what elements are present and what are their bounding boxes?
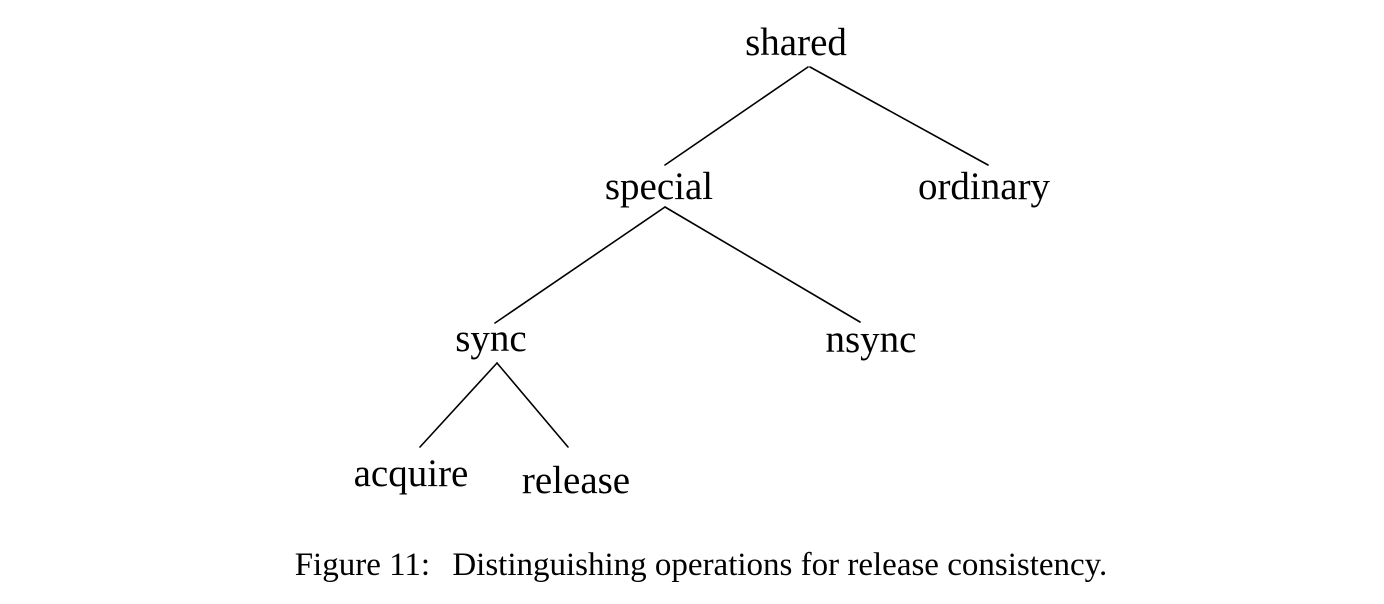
- tree-node-nsync: nsync: [826, 318, 917, 361]
- tree-node-acquire: acquire: [354, 452, 469, 495]
- tree-node-release: release: [522, 459, 630, 502]
- tree-node-shared: shared: [745, 21, 847, 64]
- tree-node-ordinary: ordinary: [918, 165, 1051, 208]
- edge-special-nsync: [664, 206, 861, 323]
- edge-sync-release: [496, 362, 569, 448]
- tree-node-sync: sync: [455, 317, 527, 360]
- figure-caption-text: Distinguishing operations for release co…: [452, 547, 1107, 583]
- edge-sync-acquire: [419, 362, 498, 448]
- edge-shared-ordinary: [809, 66, 989, 166]
- edge-special-sync: [494, 206, 666, 324]
- tree-node-special: special: [605, 165, 713, 208]
- figure-caption-number: Figure 11:: [295, 547, 430, 583]
- edge-shared-special: [664, 66, 809, 166]
- figure-caption: Figure 11: Distinguishing operations for…: [295, 547, 1108, 583]
